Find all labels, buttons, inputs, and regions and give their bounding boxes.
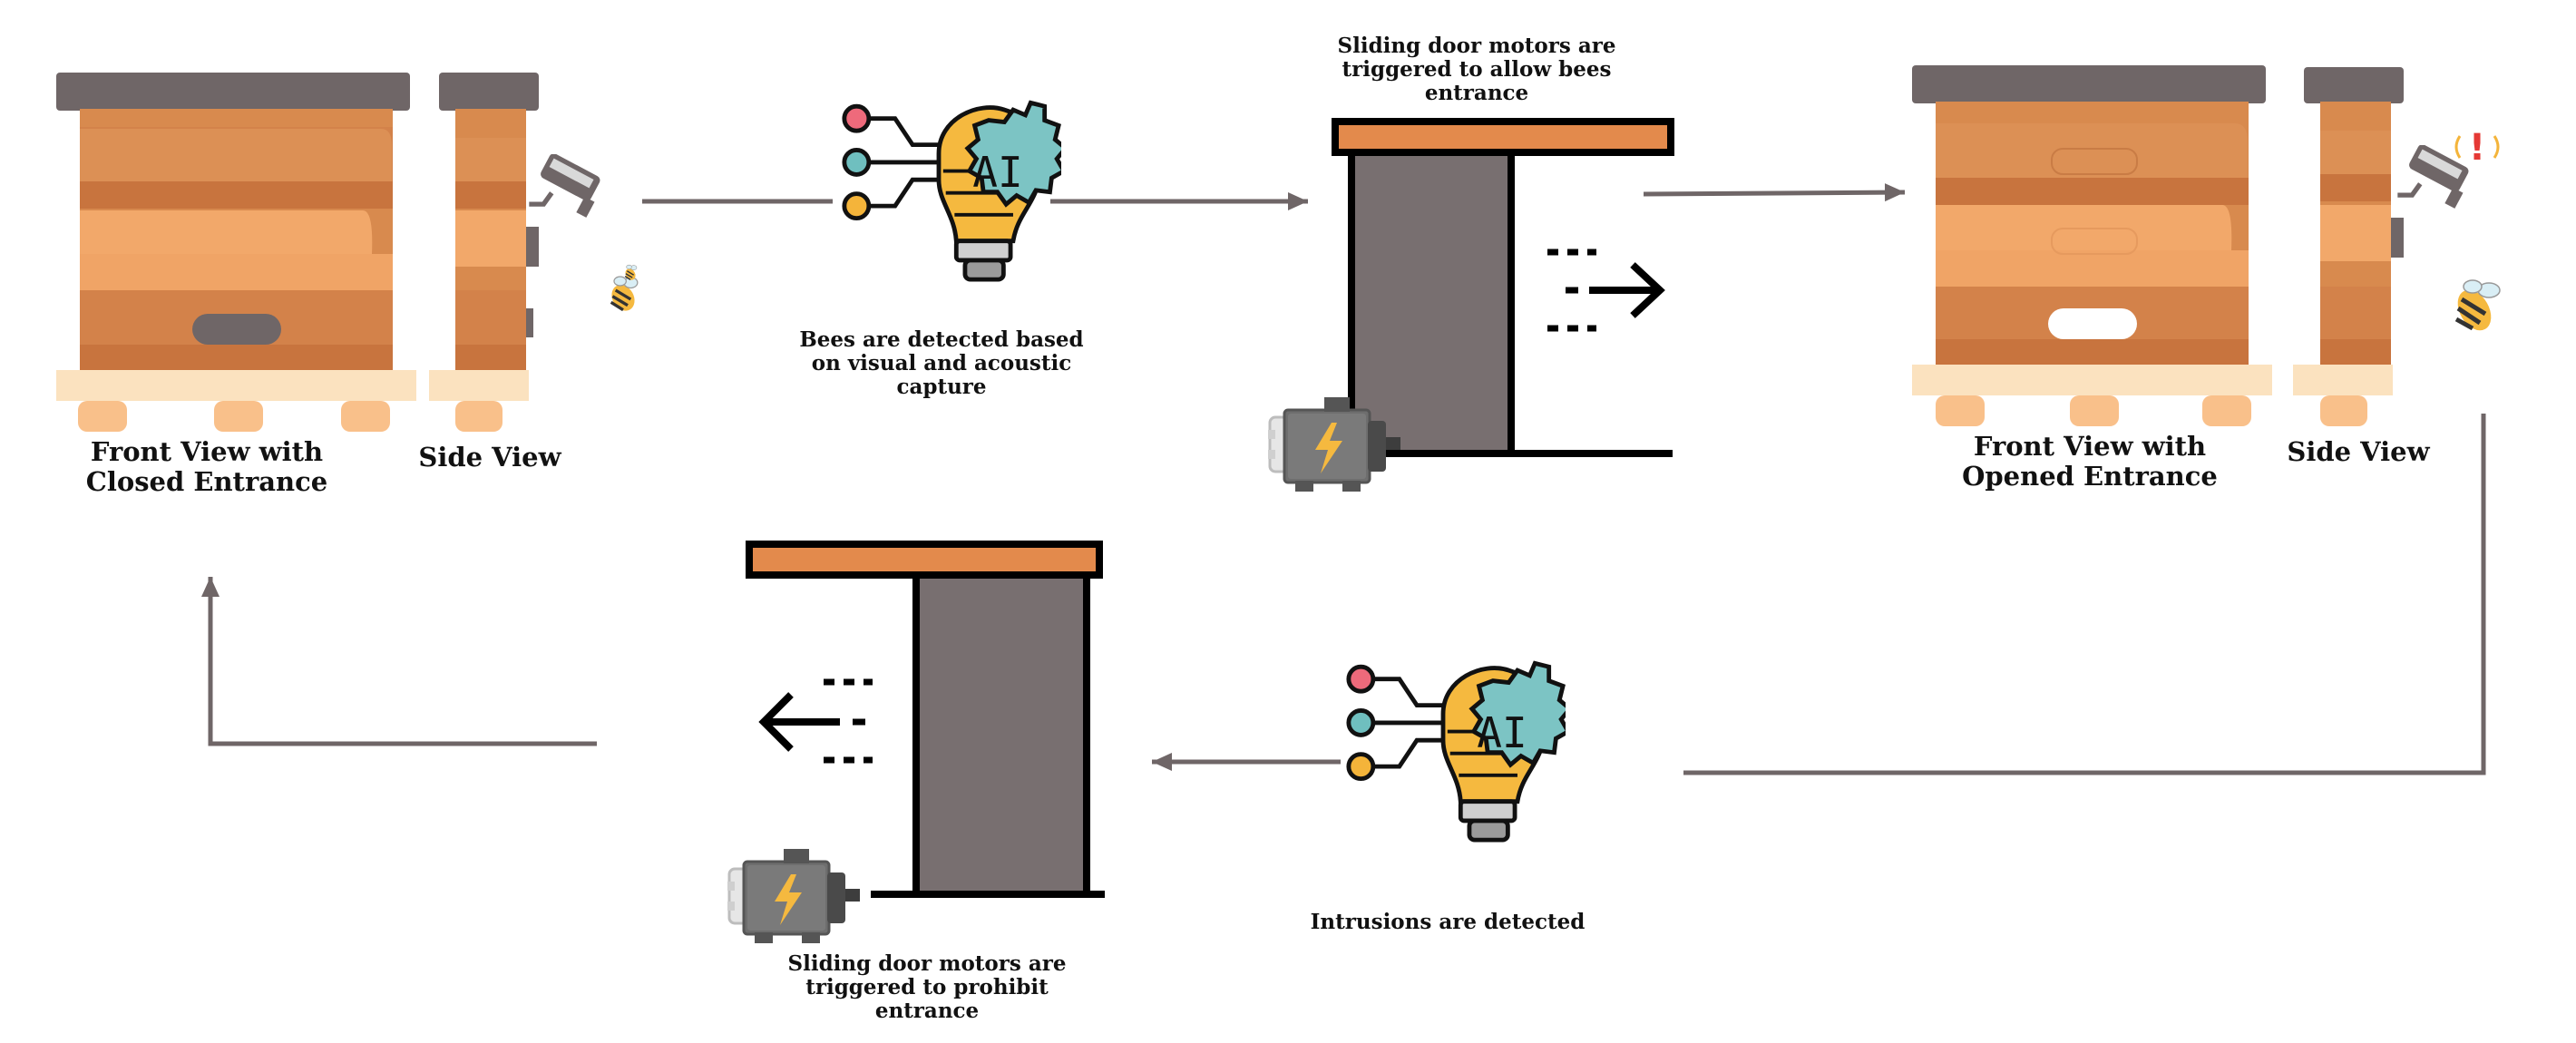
hive-front-opened [1912,65,2272,426]
wasp-icon [2454,279,2501,331]
bees-detected-line2: on visual and acoustic [812,351,1072,375]
front-opened-label-line2: Opened Entrance [1962,461,2218,492]
motors-prohibit-line3: entrance [875,999,979,1023]
ai-badge-top: AI [972,148,1022,197]
hive-side-right [2293,67,2404,426]
ai-lightbulb-icon [844,102,1066,279]
side-view-right-label: Side View [2287,436,2430,467]
sliding-door-open [1332,118,1674,457]
alert-mark: ! [2469,127,2485,169]
bees-detected-line3: capture [896,375,986,399]
motors-prohibit-line2: triggered to prohibit [805,975,1049,999]
flow-arrow-6 [201,577,597,746]
front-opened-label-line1: Front View with [1974,431,2206,462]
security-camera-icon [529,151,601,218]
security-camera-icon-right [2397,142,2470,209]
hive-front-closed [56,73,416,432]
opened-entrance-slot [2048,308,2137,339]
flow-arrow-4 [1683,414,2486,775]
side-view-left-label: Side View [418,442,561,473]
closed-entrance-slot [192,314,281,345]
motors-allow-line1: Sliding door motors are [1338,34,1616,58]
bee-icon [605,275,641,317]
alert-icon: ! [2454,127,2500,169]
motors-allow-line3: entrance [1425,81,1528,105]
ai-lightbulb-icon-intrusion [1349,663,1570,840]
front-closed-label-line1: Front View with [91,436,323,467]
intrusions-detected-label: Intrusions are detected [1311,910,1586,934]
flow-arrow-3 [1643,183,1906,202]
electric-motor-icon-bottom [727,847,862,945]
ai-badge-bottom: AI [1477,708,1527,757]
motors-allow-line2: triggered to allow bees [1342,57,1612,82]
hive-side-left [429,73,539,432]
bees-detected-line1: Bees are detected based [799,327,1083,352]
front-closed-label-line2: Closed Entrance [86,466,327,497]
motors-prohibit-line1: Sliding door motors are [788,951,1067,976]
sliding-door-closed [746,541,1105,898]
